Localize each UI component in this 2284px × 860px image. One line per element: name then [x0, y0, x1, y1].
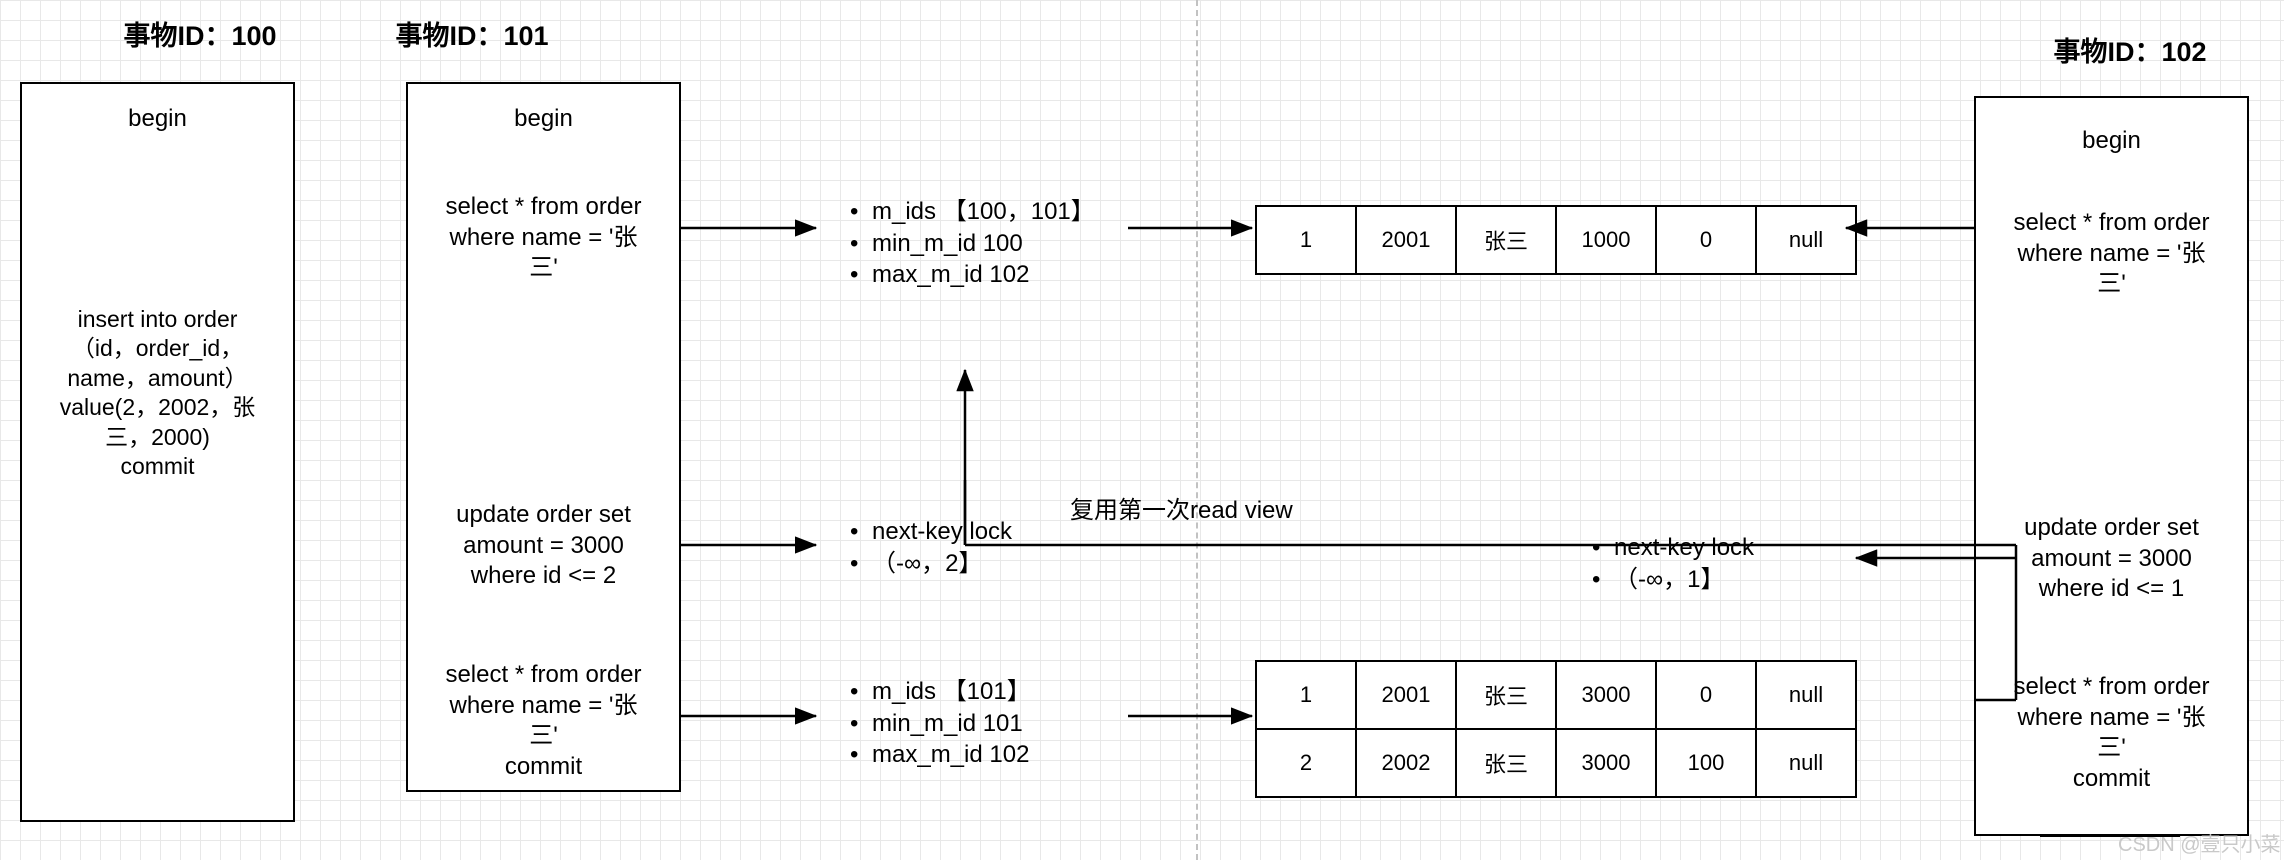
readview-second-line-3: •max_m_id 102 [850, 739, 1031, 771]
cell-id: 2 [1255, 728, 1357, 798]
transaction-title-101: 事物ID：101 [395, 21, 549, 51]
readview-first-line-2: •min_m_id 100 [850, 228, 1095, 260]
bullet-icon: • [850, 741, 859, 769]
cell-amount: 3000 [1555, 728, 1657, 798]
cell-id: 1 [1255, 660, 1357, 730]
transaction-102-statement-select-first: select * from order where name = '张 三' [2013, 209, 2210, 298]
cell-trx-id: 0 [1655, 660, 1757, 730]
cell-rollptr: null [1755, 660, 1857, 730]
line-lock-right-bracket [1974, 545, 2018, 702]
lock-right-line-2: •（-∞，1】 [1592, 564, 1754, 596]
cell-id: 1 [1255, 205, 1357, 275]
transaction-box-102 [1974, 96, 2249, 836]
cell-rollptr: null [1755, 728, 1857, 798]
readview-reuse-note: 复用第一次read view [1070, 497, 1293, 524]
cell-name: 张三 [1455, 660, 1557, 730]
cell-trx-id: 0 [1655, 205, 1757, 275]
readview-first: •m_ids 【100，101】 •min_m_id 100 •max_m_id… [850, 196, 1095, 291]
table-row: 1 2001 张三 3000 0 null [1255, 660, 1857, 730]
result-table-first: 1 2001 张三 1000 0 null [1255, 205, 1857, 275]
lock-left-line-1: •next-key lock [850, 516, 1012, 548]
bullet-icon: • [850, 518, 859, 545]
bullet-icon: • [850, 709, 859, 737]
bullet-icon: • [850, 549, 859, 577]
bullet-icon: • [850, 678, 859, 705]
cell-trx-id: 100 [1655, 728, 1757, 798]
transaction-100-statement-begin: begin [128, 105, 187, 132]
transaction-101-statement-select-second: select * from order where name = '张 三' c… [445, 661, 642, 781]
bullet-icon: • [1592, 565, 1601, 593]
transaction-101-statement-update: update order set amount = 3000 where id … [456, 501, 631, 590]
cell-name: 张三 [1455, 205, 1557, 275]
lock-right: •next-key lock •（-∞，1】 [1592, 532, 1754, 595]
cell-amount: 1000 [1555, 205, 1657, 275]
transaction-100-statement-insert: insert into order （id，order_id， name，amo… [59, 306, 256, 480]
table-row: 1 2001 张三 1000 0 null [1255, 205, 1857, 275]
readview-second-line-1: •m_ids 【101】 [850, 676, 1031, 708]
bullet-icon: • [850, 229, 859, 257]
result-table-second: 1 2001 张三 3000 0 null 2 2002 张三 3000 100… [1255, 660, 1857, 798]
readview-second-line-2: •min_m_id 101 [850, 708, 1031, 740]
readview-first-line-3: •max_m_id 102 [850, 259, 1095, 291]
readview-second: •m_ids 【101】 •min_m_id 101 •max_m_id 102 [850, 676, 1031, 771]
transaction-title-102: 事物ID：102 [2053, 37, 2207, 67]
page-divider [1196, 0, 1198, 860]
transaction-102-statement-select-second: select * from order where name = '张 三' c… [2013, 673, 2210, 793]
lock-right-line-1: •next-key lock [1592, 532, 1754, 564]
readview-first-line-1: •m_ids 【100，101】 [850, 196, 1095, 228]
transaction-102-statement-begin: begin [2082, 127, 2141, 154]
cell-name: 张三 [1455, 728, 1557, 798]
table-row: 2 2002 张三 3000 100 null [1255, 728, 1857, 798]
cell-order-id: 2002 [1355, 728, 1457, 798]
bullet-icon: • [850, 198, 859, 225]
transaction-101-statement-begin: begin [514, 105, 573, 132]
transaction-title-100: 事物ID：100 [123, 21, 277, 51]
cell-order-id: 2001 [1355, 205, 1457, 275]
cell-order-id: 2001 [1355, 660, 1457, 730]
cell-rollptr: null [1755, 205, 1857, 275]
bullet-icon: • [1592, 534, 1601, 561]
watermark: CSDN @壹只小菜 [2118, 834, 2281, 856]
transaction-box-100 [20, 82, 295, 822]
bullet-icon: • [850, 261, 859, 289]
lock-left: •next-key lock •（-∞，2】 [850, 516, 1012, 579]
transaction-102-statement-update: update order set amount = 3000 where id … [2024, 514, 2199, 603]
transaction-box-101 [406, 82, 681, 792]
transaction-101-statement-select-first: select * from order where name = '张 三' [445, 193, 642, 282]
cell-amount: 3000 [1555, 660, 1657, 730]
lock-left-line-2: •（-∞，2】 [850, 548, 1012, 580]
